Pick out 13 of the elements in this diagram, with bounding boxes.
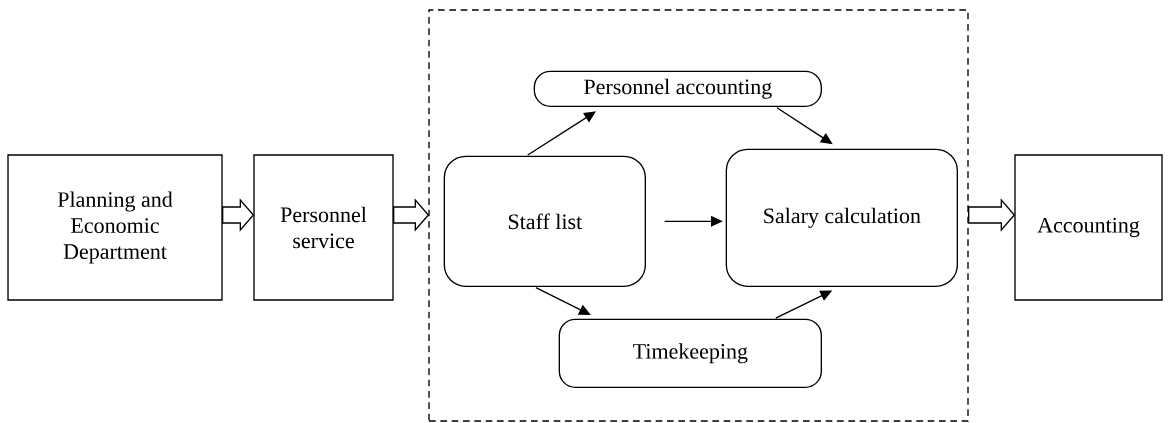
dashed-frame (428, 9, 969, 422)
block-arrow (393, 198, 430, 232)
arrow (776, 107, 833, 145)
block-arrow (968, 198, 1016, 232)
block-arrow (222, 198, 255, 232)
rounded-box: Staff list (443, 155, 646, 287)
arrow (664, 215, 723, 227)
process-box: Personnel service (253, 154, 394, 301)
process-box: Accounting (1014, 154, 1163, 301)
process-box: Planning and Economic Department (7, 154, 223, 301)
rounded-box: Salary calculation (725, 148, 958, 287)
rounded-box: Timekeeping (558, 318, 822, 388)
rounded-box: Personnel accounting (533, 70, 822, 107)
